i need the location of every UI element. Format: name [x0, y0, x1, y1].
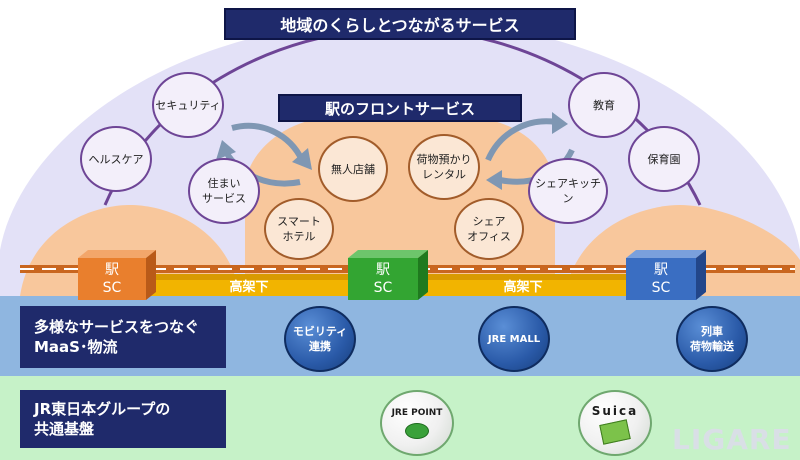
left-arrow-upper-head	[292, 148, 312, 170]
header-title: 地域のくらしとつながるサービス	[224, 8, 576, 40]
service-healthcare: ヘルスケア	[80, 126, 152, 192]
station-label-left: 駅 SC	[102, 262, 122, 296]
under-track-bar-right	[418, 274, 636, 280]
station-center-face	[348, 258, 418, 300]
under-track-bar-left-face	[146, 280, 352, 296]
station-label-center: 駅 SC	[373, 262, 393, 296]
ligare-watermark: LIGARE	[672, 423, 792, 456]
under-track-label-left: 高架下	[229, 280, 269, 295]
station-right-side	[696, 250, 706, 300]
maas-freight: 列車 荷物輸送	[676, 306, 748, 372]
maas-mobility: モビリティ 連携	[284, 306, 356, 372]
service-share-kitchen: シェアキッチン	[528, 158, 608, 224]
jre-point-card-icon	[405, 423, 429, 439]
front-service-title: 駅のフロントサービス	[278, 94, 522, 122]
service-education: 教育	[568, 72, 640, 138]
suica-card-icon	[599, 419, 631, 445]
station-left-face	[78, 258, 146, 300]
left-arrow-upper	[231, 122, 305, 162]
base-band-label: JR東日本グループの 共通基盤	[20, 390, 226, 448]
right-arrow-lower-head	[486, 170, 502, 190]
under-track-bar-left	[146, 274, 360, 280]
station-right-face	[626, 258, 696, 300]
station-label-right: 駅 SC	[651, 262, 671, 296]
suica-logo-text: Suica	[591, 404, 639, 418]
base-jre-point: JRE POINT	[380, 390, 454, 456]
station-right-top	[626, 250, 706, 258]
right-arrow-upper	[485, 118, 557, 162]
base-suica: Suica	[578, 390, 652, 456]
service-nursery: 保育園	[628, 126, 700, 192]
service-housing: 住まい サービス	[188, 158, 260, 224]
station-left-top	[78, 250, 156, 258]
station-left-side	[146, 250, 156, 300]
station-center-side	[418, 250, 428, 300]
service-smart-hotel: スマート ホテル	[264, 198, 334, 260]
service-unmanned-store: 無人店舗	[318, 136, 388, 202]
maas-jre-mall: JRE MALL	[478, 306, 550, 372]
under-track-label-right: 高架下	[503, 280, 543, 295]
station-center-top	[348, 250, 428, 258]
service-share-office: シェア オフィス	[454, 198, 524, 260]
under-track-bar-right-face	[418, 280, 628, 296]
service-luggage-rental: 荷物預かり レンタル	[408, 134, 480, 200]
maas-band-label: 多様なサービスをつなぐ MaaS･物流	[20, 306, 226, 368]
jre-point-logo-text: JRE POINT	[391, 408, 443, 418]
left-arrow-lower-head	[216, 140, 236, 160]
right-arrow-upper-head	[552, 112, 568, 134]
service-security: セキュリティ	[152, 72, 224, 138]
